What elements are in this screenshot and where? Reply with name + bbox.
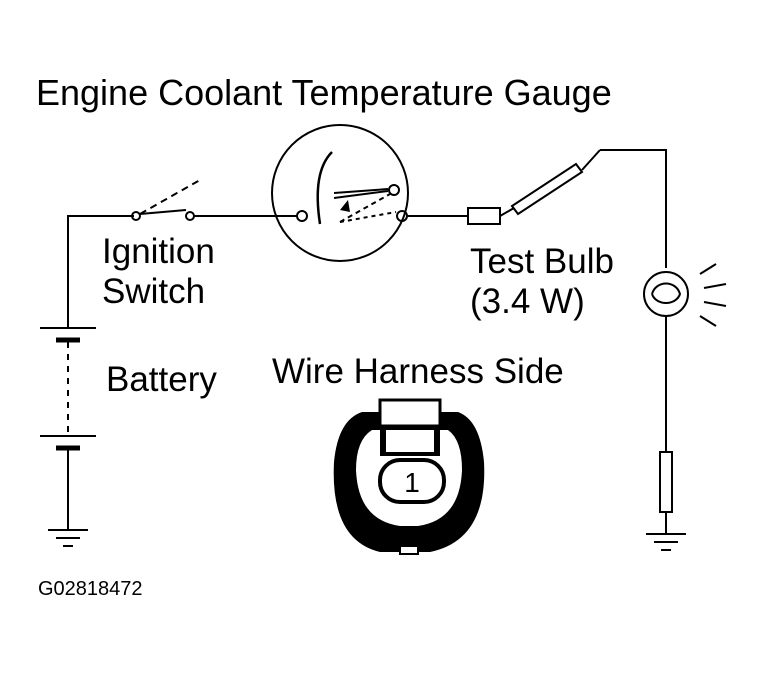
figure-code: G02818472 — [38, 578, 143, 600]
gauge-terminal-left — [296, 210, 308, 222]
test-bulb-circuit — [407, 149, 727, 551]
switch-contact-left — [131, 211, 141, 221]
gauge-arrow — [340, 200, 350, 212]
switch-blade-closed — [139, 209, 187, 215]
wire-to-battery — [67, 215, 134, 328]
test-bulb-symbol — [643, 271, 689, 317]
gauge-needle-lower — [333, 190, 389, 199]
gauge-body — [271, 124, 409, 262]
gauge-needle-dashed-2 — [339, 211, 397, 223]
ignition-switch-label-line2: Switch — [102, 272, 206, 312]
bulb-filament — [651, 282, 682, 304]
test-probe-body — [510, 162, 584, 216]
harness-connector: 1 — [333, 398, 485, 555]
connector-plug — [467, 207, 501, 225]
test-bulb-label: Test Bulb (3.4 W) — [470, 242, 614, 323]
connector-latch-window — [386, 430, 434, 452]
bulb-rays — [699, 263, 727, 327]
probe-lead — [581, 149, 601, 171]
test-bulb-label-line1: Test Bulb — [470, 242, 614, 281]
connector-terminal-cavity — [378, 458, 446, 504]
connector-key — [399, 545, 419, 555]
wire-to-bulb — [600, 149, 667, 268]
gauge-needle-upper — [333, 188, 389, 194]
switch-blade-open-dashed — [139, 179, 201, 215]
temperature-gauge-symbol — [271, 124, 409, 262]
ground-probe — [659, 451, 673, 513]
ignition-switch-label-line1: Ignition — [102, 232, 215, 271]
wire-harness-side-label: Wire Harness Side — [272, 352, 564, 391]
gauge-needle-dashed — [339, 193, 391, 223]
ground-symbol-left — [48, 529, 88, 547]
gauge-scale-arc — [316, 151, 333, 225]
switch-contact-right — [185, 211, 195, 221]
battery-label: Battery — [106, 360, 217, 399]
ignition-switch-symbol — [131, 179, 298, 221]
connector-latch — [378, 398, 442, 428]
ignition-switch-label: Ignition Switch — [102, 232, 215, 313]
gauge-pivot — [388, 184, 400, 196]
battery-circuit — [40, 215, 134, 547]
ground-symbol-right — [646, 533, 686, 551]
connector-pin-label: 1 — [404, 467, 420, 498]
wire-plug-to-probe — [499, 207, 515, 217]
diagram-title: Engine Coolant Temperature Gauge — [36, 72, 612, 113]
test-bulb-label-line2: (3.4 W) — [470, 282, 585, 322]
